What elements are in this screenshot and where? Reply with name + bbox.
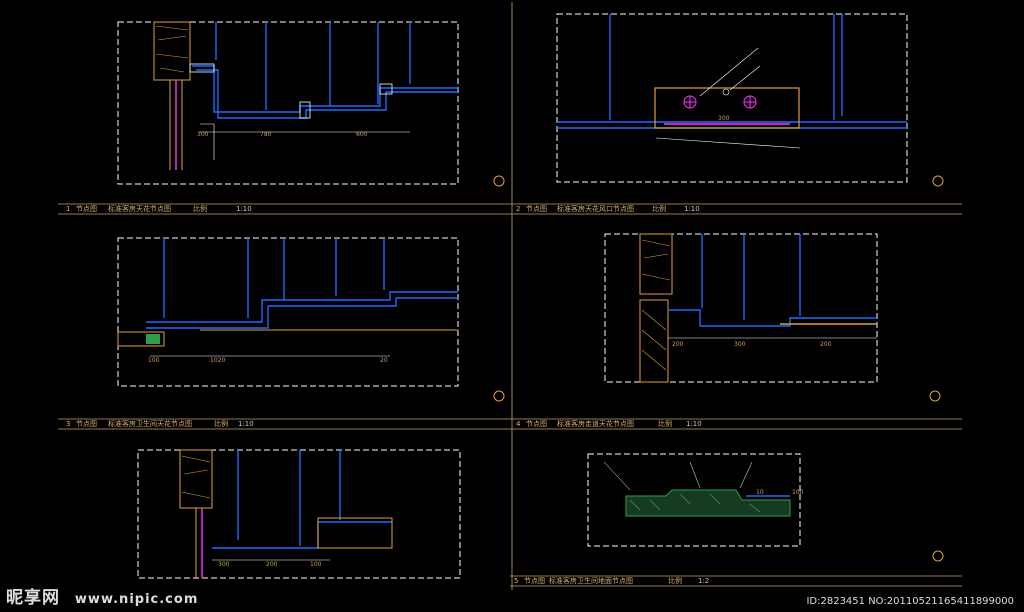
dim-label: 200 [266,561,278,568]
scale-label: 比例 [193,204,207,213]
detail-label: 节点图 [76,205,97,213]
scale-value: 1:10 [236,205,252,213]
detail-no: 5 [514,577,518,585]
detail-label: 节点图 [524,577,545,585]
scale-label: 比例 [214,419,228,428]
detail-2: 300 [556,13,944,187]
detail-no: 3 [66,420,70,428]
title-block-1: 1 节点图 标准客房天花节点图 比例 1:10 [66,204,252,213]
dim-label: 10 [756,489,764,496]
detail-name: 标准客房走道天花节点图 [557,419,634,428]
watermark-url: www.nipic.com [74,592,199,607]
detail-name: 标准客房天花风口节点图 [557,204,634,213]
dim-label: 300 [218,561,230,568]
scale-label: 比例 [658,419,672,428]
dim-label: 600 [356,131,368,138]
scale-label: 比例 [652,204,666,213]
detail-6: 10 100 [587,453,944,562]
title-block-4: 4 节点图 标准客房走道天花节点图 比例 1:10 [516,419,702,428]
dim-label: 1020 [210,357,225,364]
watermark-logo: 昵享网 [6,588,60,608]
scale-label: 比例 [668,576,682,585]
detail-no: 1 [66,205,70,213]
dim-label: 300 [197,131,209,138]
dim-label: 300 [734,341,746,348]
detail-name: 标准客房天花节点图 [108,204,171,213]
dim-label: 100 [310,561,322,568]
title-block-5: 5 节点图 标准客房卫生间地面节点图 比例 1:2 [514,576,709,585]
detail-label: 节点图 [76,420,97,428]
detail-1: 300 780 600 [117,21,505,187]
detail-4: 200 300 200 [604,233,941,402]
dim-label: 300 [718,115,730,122]
detail-3: 100 1020 20 [117,237,505,402]
detail-label: 节点图 [526,420,547,428]
sheet-grid [58,2,962,590]
title-block-3: 3 节点图 标准客房卫生间天花节点图 比例 1:10 [66,419,254,428]
detail-name: 标准客房卫生间地面节点图 [549,576,633,585]
detail-name: 标准客房卫生间天花节点图 [108,419,192,428]
image-id-line: ID:2823451 NO:20110521165411899000 [806,596,1014,607]
scale-value: 1:10 [686,420,702,428]
dim-label: 200 [672,341,684,348]
dim-label: 100 [148,357,160,364]
dim-label: 100 [792,489,804,496]
watermark: 昵享网 www.nipic.com [6,583,198,608]
scale-value: 1:10 [684,205,700,213]
title-block-2: 2 节点图 标准客房天花风口节点图 比例 1:10 [516,204,700,213]
detail-5: 300 200 100 [137,449,461,579]
scale-value: 1:2 [698,577,709,585]
dim-label: 780 [260,131,272,138]
scale-value: 1:10 [238,420,254,428]
detail-label: 节点图 [526,205,547,213]
dim-label: 20 [380,357,388,364]
detail-no: 2 [516,205,520,213]
dim-label: 200 [820,341,832,348]
detail-no: 4 [516,420,521,428]
